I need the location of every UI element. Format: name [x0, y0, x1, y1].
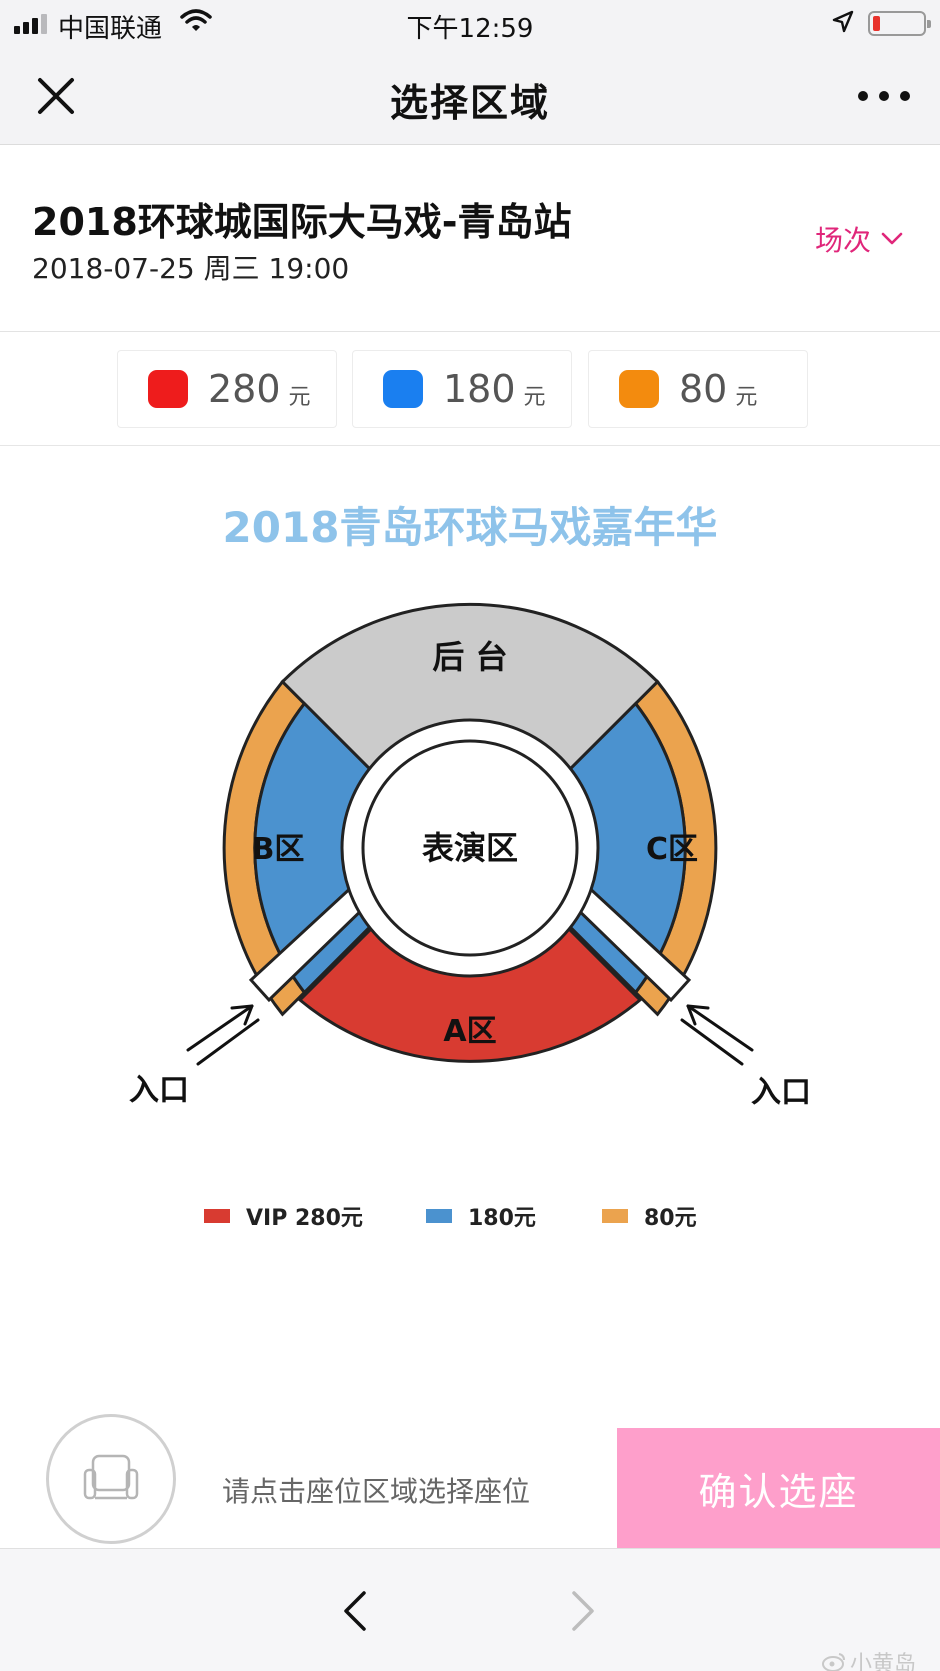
battery-icon — [868, 11, 931, 36]
price-amount: 80 — [679, 367, 728, 411]
legend-swatch — [204, 1209, 230, 1223]
price-unit: 元 — [288, 385, 311, 410]
page-title: 选择区域 — [389, 81, 550, 125]
legend-vip: VIP 280元 — [204, 1200, 363, 1232]
more-button[interactable] — [858, 88, 910, 104]
price-swatch — [383, 370, 423, 408]
seat-badge — [46, 1414, 176, 1544]
seat-map-title: 2018青岛环球马戏嘉年华 — [222, 503, 718, 552]
legend-label: VIP 280元 — [246, 1206, 363, 1231]
price-chip-180[interactable]: 180 元 — [352, 350, 572, 428]
close-icon — [38, 78, 74, 114]
price-amount: 280 — [208, 367, 281, 411]
forward-button[interactable] — [568, 1589, 598, 1637]
price-chip-280[interactable]: 280 元 — [117, 350, 337, 428]
seat-icon — [83, 1454, 139, 1500]
stage-label: 表演区 — [422, 829, 518, 867]
legend-swatch — [602, 1209, 628, 1223]
legend-label: 80元 — [644, 1206, 697, 1231]
back-button[interactable] — [340, 1589, 370, 1637]
seat-map: 后 台 表演区 B区 C区 A区 入口 入口 — [129, 602, 811, 1110]
chevron-right-icon — [572, 1591, 594, 1631]
chevron-left-icon — [344, 1591, 366, 1631]
arrow-right-icon — [680, 1004, 754, 1066]
legend-swatch — [426, 1209, 452, 1223]
carrier-name: 中国联通 — [58, 14, 163, 44]
backstage-label: 后 台 — [432, 638, 507, 676]
status-time: 下午12:59 — [406, 14, 534, 44]
event-title: 2018环球城国际大马戏-青岛站 — [32, 200, 572, 244]
legend-80: 80元 — [602, 1200, 697, 1232]
zone-c-label: C区 — [646, 832, 698, 867]
event-info: 2018环球城国际大马戏-青岛站 2018-07-25 周三 19:00 场次 — [0, 145, 940, 332]
location-arrow-icon — [832, 10, 854, 38]
price-unit: 元 — [523, 385, 546, 410]
zone-a-label: A区 — [443, 1014, 496, 1049]
price-swatch — [619, 370, 659, 408]
session-label: 场次 — [815, 224, 872, 257]
status-bar: 中国联通 下午12:59 — [0, 0, 940, 48]
signal-icon — [14, 12, 47, 34]
legend-label: 180元 — [468, 1206, 536, 1231]
price-swatch — [148, 370, 188, 408]
browser-toolbar — [0, 1548, 940, 1671]
price-chip-80[interactable]: 80 元 — [588, 350, 808, 428]
wifi-icon — [180, 9, 212, 37]
entrance-label-right: 入口 — [751, 1075, 811, 1110]
arrow-left-icon — [186, 1004, 260, 1066]
event-datetime: 2018-07-25 周三 19:00 — [32, 252, 350, 285]
price-amount: 180 — [443, 367, 516, 411]
price-filter: 280 元 180 元 80 元 — [0, 332, 940, 446]
chevron-down-icon — [881, 232, 903, 245]
nav-bar: 选择区域 — [0, 48, 940, 145]
session-selector[interactable]: 场次 — [815, 219, 903, 259]
selection-hint: 请点击座位区域选择座位 — [222, 1475, 531, 1508]
confirm-seat-button[interactable]: 确认选座 — [617, 1428, 940, 1548]
close-button[interactable] — [36, 76, 76, 116]
weibo-logo-icon — [822, 1653, 845, 1671]
entrance-label-left: 入口 — [129, 1073, 189, 1108]
price-unit: 元 — [735, 385, 758, 410]
zone-b-label: B区 — [252, 832, 305, 867]
stage-circle — [361, 739, 579, 957]
watermark-text: 小黄岛 — [850, 1652, 917, 1671]
legend-180: 180元 — [426, 1200, 536, 1232]
watermark: 小黄岛 — [822, 1646, 916, 1671]
